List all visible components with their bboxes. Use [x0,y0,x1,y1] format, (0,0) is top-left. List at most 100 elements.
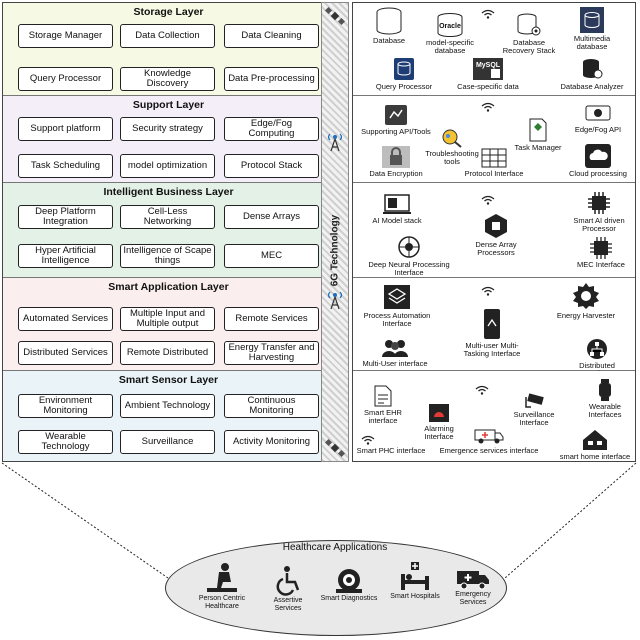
task-manager-item: Task Manager [513,118,563,152]
interfaces-column: Database Oracle model-specific database [352,2,636,462]
task-manager-icon [529,118,547,142]
mec-chip-icon [590,237,612,259]
healthcare-applications-title: Healthcare Applications [282,542,388,553]
layers-column: Storage Layer Storage Manager Data Colle… [2,2,335,462]
antenna-tower-icon [327,291,343,310]
oracle-logo-text: Oracle [439,23,461,30]
multimedia-database-icon [580,7,604,33]
protocol-stack-box: Protocol Stack [224,154,319,178]
remote-services-box: Remote Services [224,307,319,331]
smartwatch-icon [599,379,611,401]
ai-model-stack-item: AI Model stack [367,193,427,225]
deep-platform-integration-box: Deep Platform Integration [18,205,113,229]
multimedia-database-item: Multimedia database [565,7,619,51]
satellite-icon [325,438,345,458]
dense-array-processors-item: Dense Array Processors [459,213,533,257]
data-encryption-item: Data Encryption [367,146,425,178]
person-centric-healthcare-item: Person Centric Healthcare [192,562,252,611]
ai-model-stack-icon [383,194,411,214]
task-scheduling-box: Task Scheduling [18,154,113,178]
application-interfaces-panel: Process Automation Interface Energy Harv… [353,278,635,378]
storage-layer: Storage Layer Storage Manager Data Colle… [3,3,334,96]
api-tools-icon [385,105,407,125]
ambulance-icon [474,429,504,444]
wifi-icon [481,286,495,296]
intelligence-of-scape-things-box: Intelligence of Scape things [120,244,215,268]
antenna-tower-icon [327,133,343,152]
automation-icon [384,285,410,309]
wifi-icon [475,385,489,395]
protocol-network-icon [481,148,507,168]
database-icon [376,7,402,35]
wifi-icon [481,102,495,112]
case-specific-data-item: MySQL Case-specific data [453,57,523,91]
remote-distributed-box: Remote Distributed [120,341,215,365]
intelligent-business-layer: Intelligent Business Layer Deep Platform… [3,183,334,278]
surveillance-interface-item: Surveillance Interface [505,393,563,427]
processor-chip-icon [588,192,610,214]
troubleshooting-tools-item: Troubleshooting tools [423,128,481,166]
smart-hospitals-item: Smart Hospitals [390,562,440,601]
assertive-services-item: Assertive Services [262,566,314,613]
environment-monitoring-box: Environment Monitoring [18,394,113,418]
activity-monitoring-box: Activity Monitoring [224,430,319,454]
troubleshooting-icon [442,129,462,148]
scanner-icon [336,569,362,593]
support-layer: Support Layer Support platform Security … [3,96,334,183]
smart-home-item: smart home interface [557,429,633,461]
mobile-tasking-icon [484,309,500,339]
wifi-icon [481,9,495,19]
wifi-icon [361,435,375,445]
alarm-icon [429,404,449,422]
wheelchair-icon [276,566,300,596]
process-automation-item: Process Automation Interface [361,284,433,328]
query-processor-box: Query Processor [18,67,113,91]
cloud-processing-icon [585,144,611,168]
storage-manager-box: Storage Manager [18,24,113,48]
smart-ai-processor-item: Smart AI driven Processor [567,191,631,233]
support-layer-title: Support Layer [132,99,205,111]
support-interfaces-panel: Supporting API/Tools Troubleshooting too… [353,96,635,183]
edge-fog-api-icon [585,105,611,121]
padlock-icon [382,146,410,168]
neural-network-icon [398,236,420,258]
intelligent-business-layer-title: Intelligent Business Layer [103,186,234,198]
energy-harvester-icon [573,283,599,309]
database-analyzer-icon [583,59,603,79]
smart-ehr-item: Smart EHR interface [359,385,407,425]
mysql-logo-text: MySQL [476,62,501,69]
smart-home-icon [583,430,607,450]
storage-layer-title: Storage Layer [133,6,204,18]
energy-harvester-item: Energy Harvester [553,282,619,320]
edge-fog-computing-box: Edge/Fog Computing [224,117,319,141]
database-recovery-stack-item: Database Recovery Stack [498,13,560,55]
alarming-interface-item: Alarming Interface [417,403,461,441]
model-optimization-box: model optimization [120,154,215,178]
wearable-technology-box: Wearable Technology [18,430,113,454]
sensor-interfaces-panel: Smart EHR interface Alarming Interface S… [353,371,635,461]
hospital-bed-icon [401,562,429,590]
database-item: Database [363,7,415,45]
mec-box: MEC [224,244,319,268]
query-processor-item: Query Processor [375,57,433,91]
multi-tasking-item: Multi-user Multi-Tasking Interface [457,308,527,358]
surveillance-box: Surveillance [120,430,215,454]
smart-application-layer-title: Smart Application Layer [108,281,229,293]
security-strategy-box: Security strategy [120,117,215,141]
ambulance-icon [457,571,489,590]
automated-services-box: Automated Services [18,307,113,331]
dense-arrays-box: Dense Arrays [224,205,319,229]
deep-neural-processing-item: Deep Neural Processing Interface [357,235,461,277]
smart-phc-item: Smart PHC interface [356,446,426,455]
supporting-api-tools-item: Supporting API/Tools [361,104,431,136]
storage-interfaces-panel: Database Oracle model-specific database [353,3,635,96]
ehr-document-icon [374,385,392,407]
knowledge-discovery-box: Knowledge Discovery [120,67,215,91]
database-analyzer-item: Database Analyzer [558,57,626,91]
smart-application-layer: Smart Application Layer Automated Servic… [3,278,334,371]
data-cleaning-box: Data Cleaning [224,24,319,48]
mimo-box: Multiple Input and Multiple output [120,307,215,331]
smart-sensor-layer: Smart Sensor Layer Environment Monitorin… [3,371,334,461]
